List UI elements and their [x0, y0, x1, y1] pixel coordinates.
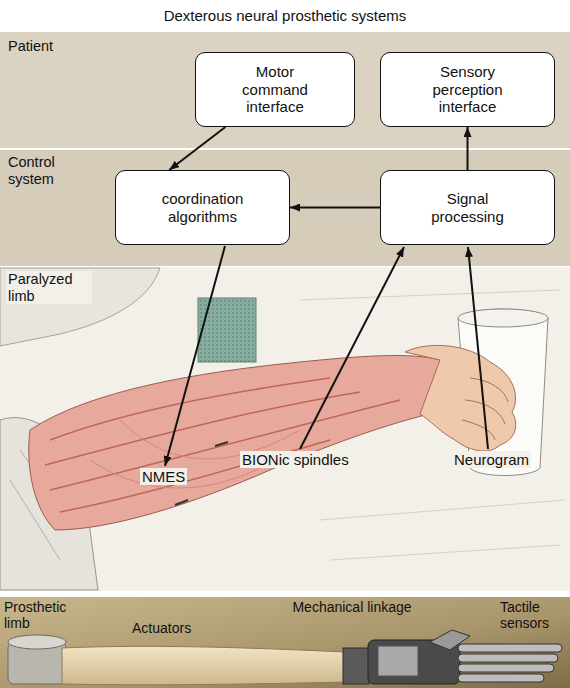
- sketch-ground: [0, 267, 570, 591]
- stimulation-arrow: [165, 246, 225, 466]
- part-label: Actuators: [132, 620, 191, 636]
- diagram-title: Dexterous neural prosthetic systems: [0, 7, 570, 24]
- patient-band-ground: [0, 32, 570, 148]
- box-text: Sensory perception interface: [418, 63, 518, 116]
- flow-arrow: [169, 127, 225, 170]
- part-label: Prosthetic limb: [4, 599, 80, 631]
- part-label: Mechanical linkage: [292, 599, 412, 615]
- part-label: Tactile sensors: [500, 599, 566, 631]
- box-text: coordination algorithms: [148, 190, 258, 225]
- wrist: [343, 648, 369, 684]
- cup-rim: [458, 309, 548, 327]
- flow-arrow: [467, 127, 469, 170]
- neurogram-arrow: [468, 247, 488, 449]
- flow-arrow: [290, 207, 380, 209]
- muscle-striations: [45, 378, 400, 512]
- jacket: [0, 268, 160, 346]
- spindle-arrow: [300, 247, 404, 449]
- process-box: Sensory perception interface: [380, 52, 555, 127]
- process-box: coordination algorithms: [115, 170, 290, 245]
- socket-rim: [8, 635, 66, 649]
- signal-label: NMES: [140, 468, 187, 485]
- linkage-plate: [378, 646, 418, 676]
- prosthesis-photo-ground: [0, 597, 570, 688]
- band-region: PatientMotor command interface Sensory pe…: [0, 32, 570, 148]
- hand: [405, 345, 516, 451]
- region-label: Paralyzed limb: [6, 271, 92, 304]
- sensor-label: BIONic spindles: [240, 451, 351, 468]
- finger: [458, 644, 562, 652]
- process-box: Motor command interface: [195, 52, 355, 127]
- signal-label: Neurogram: [452, 451, 531, 468]
- box-text: Motor command interface: [225, 63, 325, 116]
- finger: [458, 654, 558, 662]
- forearm-shell: [62, 646, 348, 684]
- control-band-ground: [0, 150, 570, 266]
- band-label: Control system: [8, 154, 72, 187]
- band-label: Patient: [8, 38, 98, 55]
- finger: [458, 664, 554, 672]
- electrode-patch: [198, 298, 256, 362]
- process-box: Signal processing: [380, 170, 555, 245]
- box-text: Signal processing: [423, 190, 513, 225]
- forearm-muscles: [29, 356, 446, 530]
- finger: [458, 674, 544, 682]
- band-region: Control system coordination algorithms Sig…: [0, 150, 570, 266]
